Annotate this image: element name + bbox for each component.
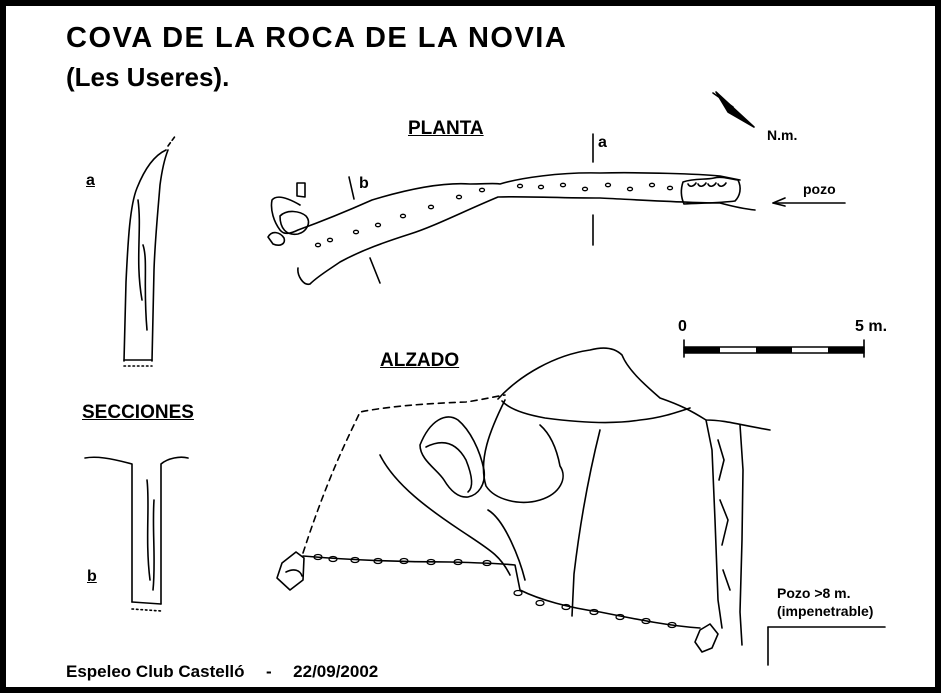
plan-floor-stones bbox=[314, 182, 674, 248]
elevation-floor-stones bbox=[313, 553, 677, 629]
scale-start-label: 0 bbox=[678, 318, 687, 335]
section-b-profile bbox=[84, 456, 189, 612]
footer-credit: Espeleo Club Castelló - 22/09/2002 bbox=[66, 662, 378, 682]
plan-heading: PLANTA bbox=[408, 118, 484, 139]
footer-club: Espeleo Club Castelló bbox=[66, 662, 245, 681]
plan-marker-a: a bbox=[598, 134, 607, 151]
title-line-1: COVA DE LA ROCA DE LA NOVIA bbox=[66, 22, 568, 54]
scale-end-label: 5 m. bbox=[855, 318, 888, 335]
section-b-label: b bbox=[87, 568, 97, 585]
pozo-note-line-1: Pozo >8 m. bbox=[777, 585, 851, 601]
section-a-profile bbox=[123, 134, 177, 367]
north-label: N.m. bbox=[767, 127, 798, 143]
sections-heading: SECCIONES bbox=[82, 402, 194, 423]
plan-view bbox=[267, 133, 756, 285]
pozo-note-line-2: (impenetrable) bbox=[777, 603, 874, 619]
north-arrow-icon bbox=[712, 91, 755, 128]
title-line-2: (Les Useres). bbox=[66, 62, 230, 92]
footer-date: 22/09/2002 bbox=[293, 662, 379, 681]
scale-bar bbox=[683, 339, 865, 358]
elevation-heading: ALZADO bbox=[380, 350, 460, 371]
plan-marker-b: b bbox=[359, 175, 369, 192]
section-a-label: a bbox=[86, 172, 95, 189]
pozo-arrow-label: pozo bbox=[803, 181, 836, 197]
pozo-shaft-marker bbox=[767, 626, 886, 666]
elevation-view bbox=[276, 347, 771, 653]
pozo-arrow-icon bbox=[772, 197, 846, 207]
footer-separator: - bbox=[266, 662, 272, 681]
